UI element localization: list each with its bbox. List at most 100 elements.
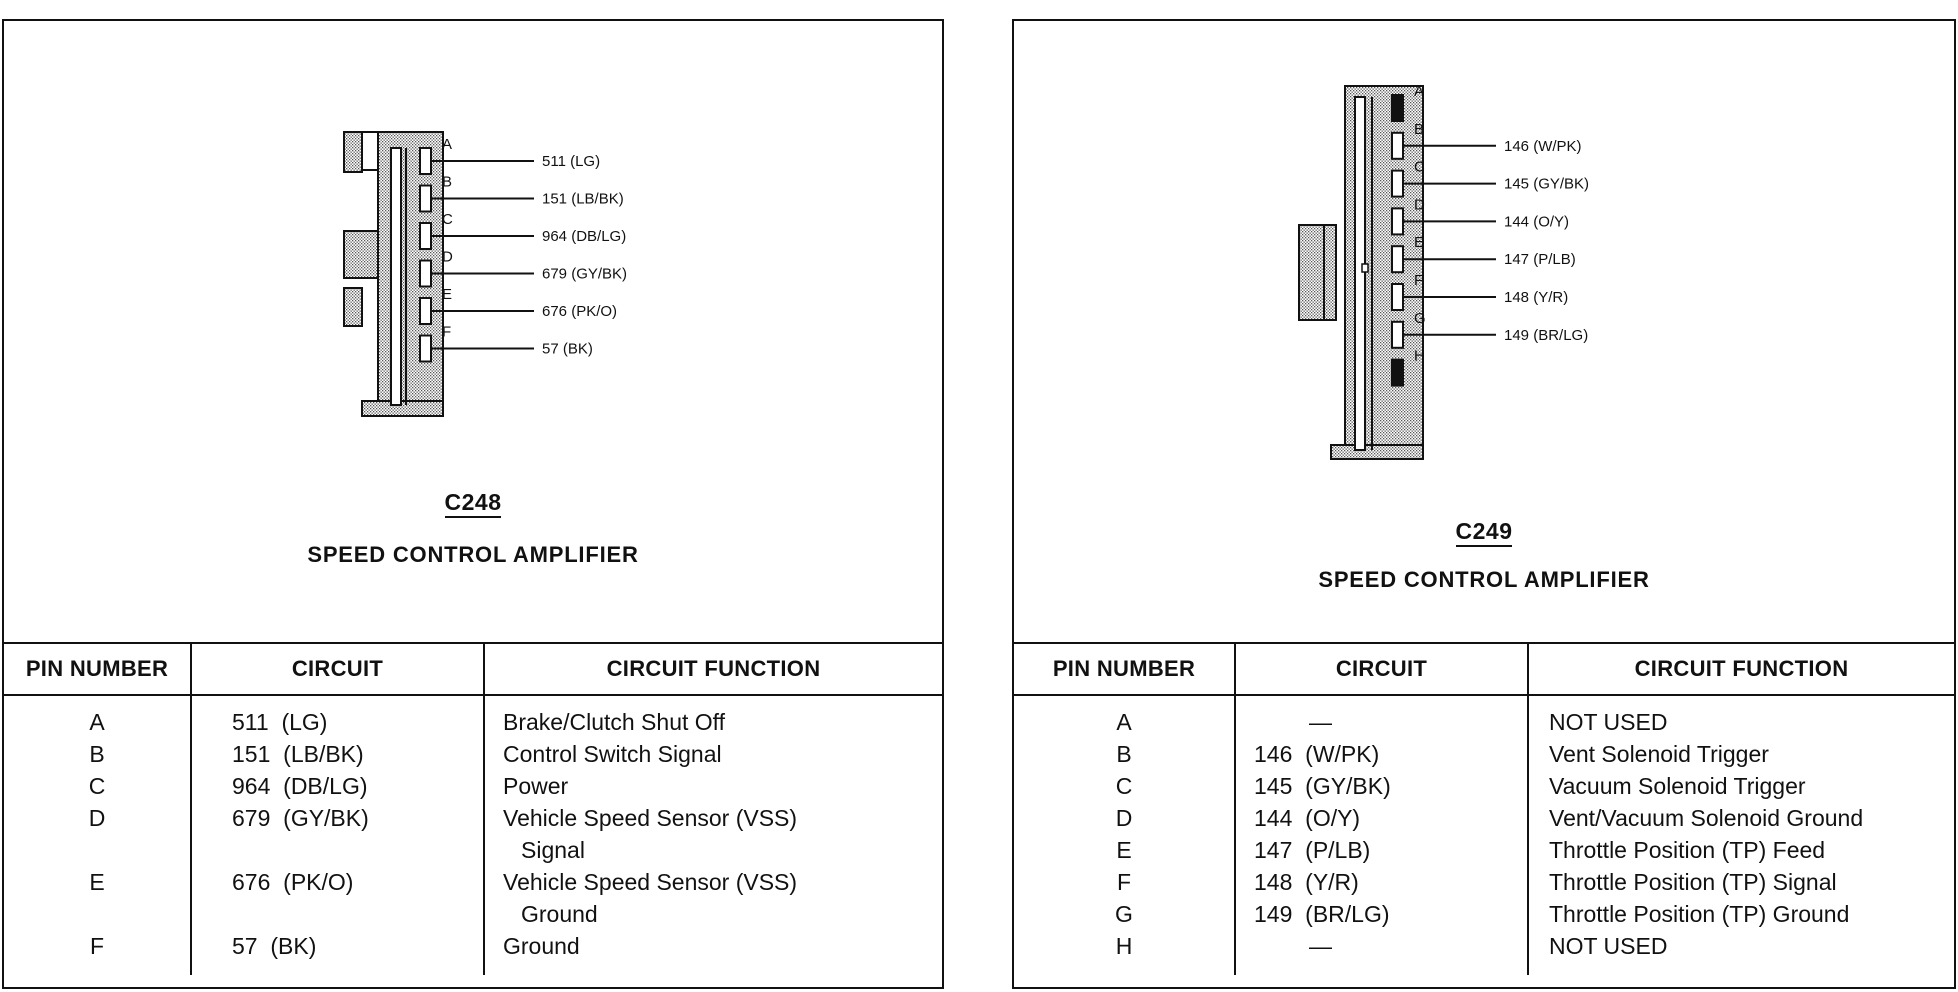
wire-label: 57 (BK) — [542, 341, 593, 358]
pin-letter: F — [1414, 272, 1423, 289]
pin-cavity-f — [419, 334, 432, 363]
function-cell-continuation: Signal — [521, 837, 585, 863]
pin-letter: E — [442, 286, 452, 303]
pin-letter: D — [442, 249, 453, 266]
connector-diagram-area: A 511 (LG) B 151 (LB/BK) C 964 (DB/LG) D 679 (G… — [4, 21, 942, 643]
circuit-cell: — — [1309, 933, 1332, 959]
circuit-cell: 151 (LB/BK) — [232, 741, 364, 767]
pin-column: A B C D E F — [4, 695, 191, 975]
function-cell: Power — [503, 773, 569, 799]
table-header-row: PIN NUMBER CIRCUIT CIRCUIT FUNCTION — [1014, 642, 1954, 696]
circuit-cell: 144 (O/Y) — [1254, 805, 1361, 831]
circuit-cell: 147 (P/LB) — [1254, 837, 1371, 863]
header-circuit: CIRCUIT — [1234, 642, 1528, 696]
pin-cell: C — [1115, 773, 1133, 799]
connector-name: SPEED CONTROL AMPLIFIER — [307, 542, 639, 567]
pin-letter: H — [1414, 348, 1425, 365]
function-cell: NOT USED — [1549, 933, 1668, 959]
pin-cell: E — [89, 869, 105, 895]
pin-cavity-e — [1391, 245, 1404, 274]
function-cell: Vacuum Solenoid Trigger — [1549, 773, 1806, 799]
wire-label: 676 (PK/O) — [542, 303, 617, 320]
wire-label: 149 (BR/LG) — [1504, 327, 1588, 344]
pin-letter: D — [1414, 196, 1425, 213]
function-cell: Control Switch Signal — [503, 741, 722, 767]
wire-label: 151 (LB/BK) — [542, 191, 624, 208]
circuit-column: 511 (LG) 151 (LB/BK) 964 (DB/LG) 679 (GY… — [190, 695, 484, 975]
wire-label: 146 (W/PK) — [1504, 138, 1582, 155]
table-body: A B C D E F 511 (LG) 151 (LB/BK) 964 (DB… — [4, 695, 942, 975]
function-cell: Brake/Clutch Shut Off — [503, 709, 726, 735]
wire-label: 144 (O/Y) — [1504, 213, 1569, 230]
pin-cavity-d — [419, 259, 432, 288]
function-cell: Throttle Position (TP) Ground — [1549, 901, 1850, 927]
pin-cell: C — [88, 773, 106, 799]
pin-letter: C — [442, 211, 453, 228]
function-cell: Throttle Position (TP) Feed — [1549, 837, 1826, 863]
wire-label: 964 (DB/LG) — [542, 228, 626, 245]
pin-cavity-c — [419, 222, 432, 250]
circuit-cell: 676 (PK/O) — [232, 869, 354, 895]
pin-cell: D — [1115, 805, 1133, 831]
pin-cell: A — [1116, 709, 1132, 735]
pin-cavity-d — [1391, 207, 1404, 236]
function-cell-continuation: Ground — [521, 901, 598, 927]
pin-cell: B — [89, 741, 105, 767]
circuit-column: — 146 (W/PK) 145 (GY/BK) 144 (O/Y) 147 (P/LB… — [1234, 695, 1528, 975]
table-header-row: PIN NUMBER CIRCUIT CIRCUIT FUNCTION — [4, 642, 942, 696]
pin-cavity-e — [419, 297, 432, 325]
header-circuit-function: CIRCUIT FUNCTION — [483, 642, 942, 696]
pin-cavity-h — [1391, 358, 1404, 387]
function-column: Brake/Clutch Shut Off Control Switch Sig… — [483, 695, 942, 975]
connector-body — [1298, 85, 1424, 460]
header-circuit: CIRCUIT — [190, 642, 484, 696]
connector-c248-diagram: A 511 (LG) B 151 (LB/BK) C 964 (DB/LG) D 679 (G… — [343, 131, 627, 417]
pin-cell: H — [1115, 933, 1133, 959]
function-cell: Throttle Position (TP) Signal — [1549, 869, 1837, 895]
circuit-cell: 146 (W/PK) — [1254, 741, 1380, 767]
circuit-cell: 511 (LG) — [232, 709, 328, 735]
pin-cell: B — [1116, 741, 1132, 767]
pin-letter: F — [442, 324, 451, 341]
pin-cavity-g — [1391, 320, 1404, 349]
wire-label: 511 (LG) — [542, 153, 600, 170]
pin-cavity-a — [1391, 94, 1404, 122]
circuit-cell: 149 (BR/LG) — [1254, 901, 1390, 927]
circuit-cell: — — [1309, 709, 1332, 735]
connector-name: SPEED CONTROL AMPLIFIER — [1318, 567, 1650, 592]
wire-label: 148 (Y/R) — [1504, 289, 1568, 306]
pin-letter: A — [1414, 83, 1424, 100]
pin-letter: E — [1414, 234, 1424, 251]
header-circuit-function: CIRCUIT FUNCTION — [1527, 642, 1954, 696]
pin-cell: F — [1116, 869, 1132, 895]
circuit-cell: 148 (Y/R) — [1254, 869, 1359, 895]
pin-cavity-f — [1391, 283, 1404, 311]
connector-code: C249 — [1014, 518, 1954, 547]
function-cell: Vent Solenoid Trigger — [1549, 741, 1769, 767]
circuit-cell: 57 (BK) — [232, 933, 317, 959]
wire-label: 679 (GY/BK) — [542, 266, 627, 283]
function-cell: Vent/Vacuum Solenoid Ground — [1549, 805, 1864, 831]
connector-body — [343, 131, 444, 417]
pin-cavity-c — [1391, 169, 1404, 198]
pin-letter: B — [442, 174, 452, 191]
circuit-cell: 145 (GY/BK) — [1254, 773, 1391, 799]
pin-cell: E — [1116, 837, 1132, 863]
pin-cell: G — [1115, 901, 1133, 927]
header-pin-number: PIN NUMBER — [4, 642, 191, 696]
pin-cell: F — [89, 933, 105, 959]
pin-table-c248: PIN NUMBER CIRCUIT CIRCUIT FUNCTION A B … — [4, 642, 942, 975]
wire-label: 147 (P/LB) — [1504, 251, 1576, 268]
pin-letter: C — [1414, 159, 1425, 176]
pin-cell: A — [89, 709, 105, 735]
function-cell: Ground — [503, 933, 580, 959]
function-cell: Vehicle Speed Sensor (VSS) — [503, 869, 798, 895]
pin-letter: A — [442, 136, 452, 153]
